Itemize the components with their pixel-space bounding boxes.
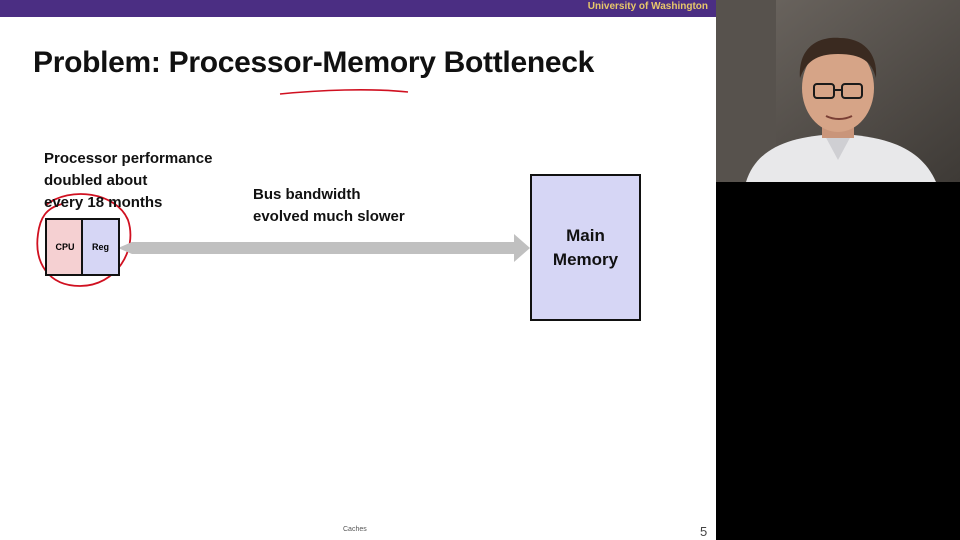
bus-arrow: [118, 234, 530, 262]
header-bar: University of Washington: [0, 0, 716, 17]
cpu-label: CPU: [55, 242, 75, 252]
reg-box: Reg: [81, 218, 120, 276]
processor-note-line-1: Processor performance: [44, 150, 213, 167]
memory-label-line-1: Main: [566, 225, 605, 245]
bus-note-line-2: evolved much slower: [253, 208, 405, 225]
processor-note-line-2: doubled about: [44, 172, 148, 189]
presenter-webcam: [716, 0, 960, 182]
ink-annotations: [36, 89, 530, 287]
circle-annotation: [36, 193, 132, 287]
slide: University of Washington Problem: Proces…: [0, 0, 716, 540]
bus-note-line-1: Bus bandwidth: [253, 186, 361, 203]
main-memory-box: Main Memory: [530, 174, 641, 321]
page-number: 5: [700, 524, 708, 539]
processor-note-line-3: every 18 months: [44, 194, 163, 211]
reg-label: Reg: [91, 242, 109, 252]
presenter-image: [716, 0, 960, 182]
underline-annotation: [279, 89, 409, 95]
cpu-box: CPU: [45, 218, 85, 276]
processor-note: Processor performance doubled about ever…: [44, 148, 212, 214]
slide-title: Problem: Processor-Memory Bottleneck: [33, 46, 595, 79]
slide-footer: Caches: [343, 526, 367, 533]
bus-note: Bus bandwidth evolved much slower: [253, 184, 405, 228]
memory-label-line-2: Memory: [552, 249, 619, 269]
org-name: University of Washington: [587, 1, 708, 12]
